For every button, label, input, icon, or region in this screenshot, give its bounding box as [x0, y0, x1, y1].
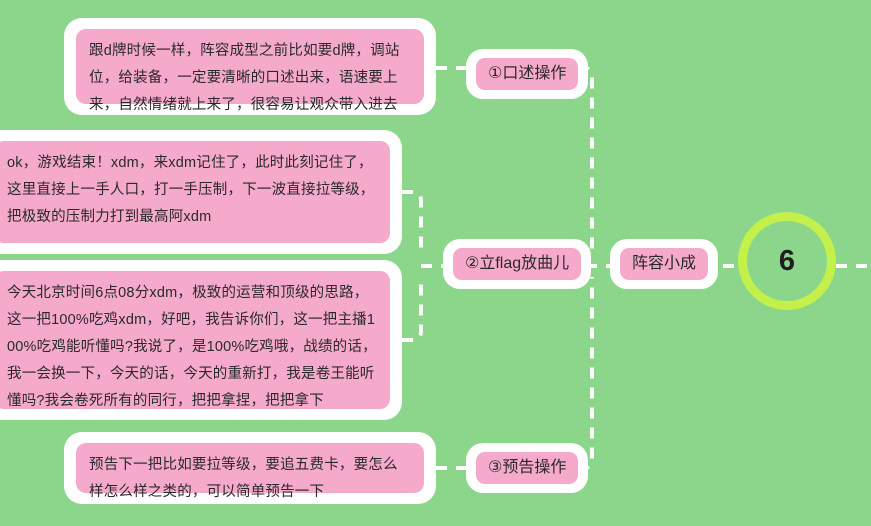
branch-node-3[interactable]: ③预告操作: [466, 443, 589, 493]
wire-branch3-to-spine: [578, 277, 594, 470]
textbox-card-3[interactable]: 今天北京时间6点08分xdm，极致的运营和顶级的思路，这一把100%吃鸡xdm，…: [0, 260, 402, 420]
stage-node-label: 阵容小成: [620, 248, 709, 280]
root-node-label: 6: [778, 244, 796, 277]
textbox-text-3: 今天北京时间6点08分xdm，极致的运营和顶级的思路，这一把100%吃鸡xdm，…: [0, 271, 390, 409]
root-node-circle[interactable]: 6: [738, 212, 836, 310]
branch-node-label-2: ②立flag放曲儿: [453, 248, 582, 280]
textbox-card-4[interactable]: 预告下一把比如要拉等级，要追五费卡，要怎么样怎么样之类的，可以简单预告一下: [64, 432, 436, 504]
textbox-card-2[interactable]: ok，游戏结束！xdm，来xdm记住了，此时此刻记住了，这里直接上一手人口，打一…: [0, 130, 402, 254]
wire-textbox3-to-branch2: [402, 277, 423, 342]
textbox-text-4: 预告下一把比如要拉等级，要追五费卡，要怎么样怎么样之类的，可以简单预告一下: [76, 443, 424, 500]
branch-node-1[interactable]: ①口述操作: [466, 49, 589, 99]
branch-node-2[interactable]: ②立flag放曲儿: [443, 239, 592, 289]
wire-textbox2-to-branch2: [402, 190, 423, 255]
stage-node[interactable]: 阵容小成: [610, 239, 719, 289]
textbox-text-2: ok，游戏结束！xdm，来xdm记住了，此时此刻记住了，这里直接上一手人口，打一…: [0, 141, 390, 243]
branch-node-label-1: ①口述操作: [476, 58, 579, 90]
textbox-card-1[interactable]: 跟d牌时候一样，阵容成型之前比如要d牌，调站位，给装备，一定要清晰的口述出来，语…: [64, 18, 436, 115]
branch-node-label-3: ③预告操作: [476, 452, 579, 484]
textbox-text-1: 跟d牌时候一样，阵容成型之前比如要d牌，调站位，给装备，一定要清晰的口述出来，语…: [76, 29, 424, 113]
